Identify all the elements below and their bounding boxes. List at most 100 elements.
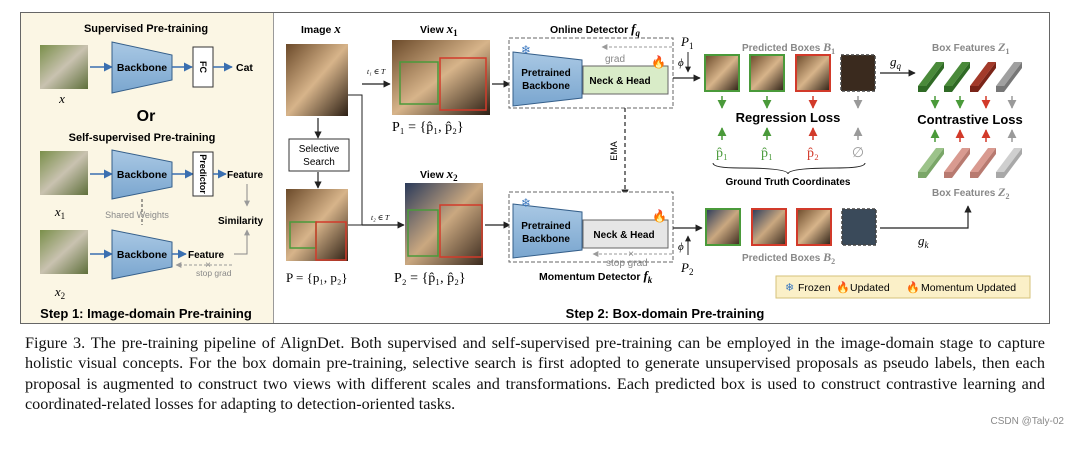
view-x1-photo [392, 40, 490, 115]
t1-label: t₁ ∈ T [367, 67, 386, 76]
figure-caption: Figure 3. The pre-training pipeline of A… [25, 334, 1045, 413]
t2-label: t₂ ∈ T [371, 213, 390, 222]
box-features-z2-title: Box Features Z2 [932, 185, 1009, 201]
or-label: Or [137, 108, 156, 125]
step1-title: Step 1: Image-domain Pre-training [40, 306, 252, 321]
phi-top: ϕ [678, 57, 684, 69]
pred-box-b2-4 [841, 208, 877, 246]
selective-label-2: Search [303, 157, 335, 168]
label-x1: x1 [54, 204, 65, 221]
gt-p1b: p̂₁ [761, 146, 773, 161]
stop-grad-left: stop grad [196, 268, 232, 278]
selfsup-title: Self-supervised Pre-training [69, 132, 216, 144]
legend [775, 275, 1031, 299]
z1-features [918, 62, 1022, 92]
pred-box-b2-2 [751, 208, 787, 246]
cat-label: Cat [236, 62, 253, 74]
pred-box-b1-1 [704, 54, 740, 92]
view-x2-title: View x2 [420, 166, 458, 183]
neck-head-label: Neck & Head [593, 230, 654, 241]
cat-photo-x2 [40, 230, 88, 274]
stop-grad-right: stop grad [606, 258, 648, 269]
pretrained-label: Pretrained [521, 68, 570, 79]
cat-photo-x [40, 45, 88, 89]
online-neck-head [582, 65, 669, 95]
feature-label-top: Feature [227, 170, 264, 181]
view-x2-photo [405, 183, 483, 265]
p2-eq: P₂ = {p̂₁, p̂₂} [394, 271, 466, 286]
pretrained-label: Pretrained [521, 221, 570, 232]
contrastive-loss-label: Contrastive Loss [917, 112, 1022, 127]
legend-updated: Updated [850, 282, 890, 294]
pred-box-b1-2 [749, 54, 785, 92]
image-x-title: Image x [301, 21, 341, 36]
pred-boxes-b2-title: Predicted Boxes B2 [742, 250, 835, 266]
legend-gray-fire-icon: 🔥 [906, 281, 920, 294]
stop-grad-x: × [205, 260, 211, 271]
cat-photo-x1 [40, 151, 88, 195]
gray-fire-icon: 🔥 [652, 209, 667, 223]
grad-label: grad [605, 54, 625, 65]
fc-label: FC [198, 61, 208, 73]
box-features-z1-title: Box Features Z1 [932, 40, 1009, 56]
ema-label: EMA [609, 141, 619, 161]
legend-frozen: Frozen [798, 282, 831, 294]
predictor-label: Predictor [198, 154, 208, 194]
panel-divider [273, 13, 274, 323]
figure-frame [20, 12, 1050, 324]
legend-snowflake-icon: ❄ [785, 282, 794, 294]
gt-p2: p̂₂ [807, 146, 819, 161]
shared-weights-label: Shared Weights [105, 210, 169, 220]
momentum-backbone [512, 203, 583, 259]
selective-search-box [288, 138, 350, 172]
phi-bottom: ϕ [678, 241, 684, 253]
backbone-label: Backbone [522, 234, 570, 245]
snowflake-icon: ❄ [521, 43, 531, 57]
fire-icon: 🔥 [651, 55, 666, 69]
legend-momentum: Momentum Updated [921, 282, 1016, 294]
selective-label-1: Selective [299, 144, 340, 155]
step2-title: Step 2: Box-domain Pre-training [566, 306, 765, 321]
legend-fire-icon: 🔥 [836, 281, 850, 294]
image-x-photo-proposals [286, 189, 348, 261]
p1-eq: P₁ = {p̂₁, p̂₂} [392, 120, 464, 135]
backbone-x1 [111, 149, 173, 200]
similarity-label: Similarity [218, 216, 263, 227]
image-x-photo [286, 44, 348, 116]
momentum-neck-head [582, 219, 669, 249]
backbone-label: Backbone [117, 169, 167, 181]
label-x2: x2 [54, 284, 65, 301]
view-x1-title: View x1 [420, 21, 458, 38]
pred-box-b2-3 [796, 208, 832, 246]
p-eq: P = {p₁, p₂} [286, 270, 348, 285]
online-backbone [512, 51, 583, 107]
backbone-label: Backbone [117, 62, 167, 74]
pred-box-b1-4 [840, 54, 876, 92]
pred-box-b1-3 [795, 54, 831, 92]
backbone-label: Backbone [117, 249, 167, 261]
backbone-x2 [111, 229, 173, 280]
z2-features [918, 148, 1022, 178]
online-detector-title: Online Detector fq [550, 21, 640, 38]
snowflake-icon: ❄ [521, 196, 531, 210]
gk-label: gk [918, 233, 930, 250]
label-x: x [58, 91, 65, 106]
gt-empty: ∅ [852, 146, 864, 161]
pred-box-b2-1 [705, 208, 741, 246]
neck-head-label: Neck & Head [589, 76, 650, 87]
backbone-label: Backbone [522, 81, 570, 92]
regression-loss-label: Regression Loss [736, 110, 841, 125]
pipeline-diagram: Supervised Pre-training x Backbone FC Ca… [40, 21, 1031, 321]
feature-label-bottom: Feature [188, 250, 225, 261]
gt-coords-label: Ground Truth Coordinates [726, 177, 851, 188]
gq-label: gq [890, 54, 902, 71]
p1-label: P1 [680, 34, 693, 51]
pred-boxes-b1-title: Predicted Boxes B1 [742, 40, 835, 56]
watermark: CSDN @Taly-02 [990, 416, 1064, 427]
backbone-supervised [111, 41, 173, 94]
p2-label: P2 [680, 260, 693, 277]
stop-grad-x: × [628, 249, 634, 260]
supervised-title: Supervised Pre-training [84, 23, 208, 35]
gt-p1a: p̂₁ [716, 146, 728, 161]
momentum-detector-title: Momentum Detector fk [539, 268, 653, 285]
